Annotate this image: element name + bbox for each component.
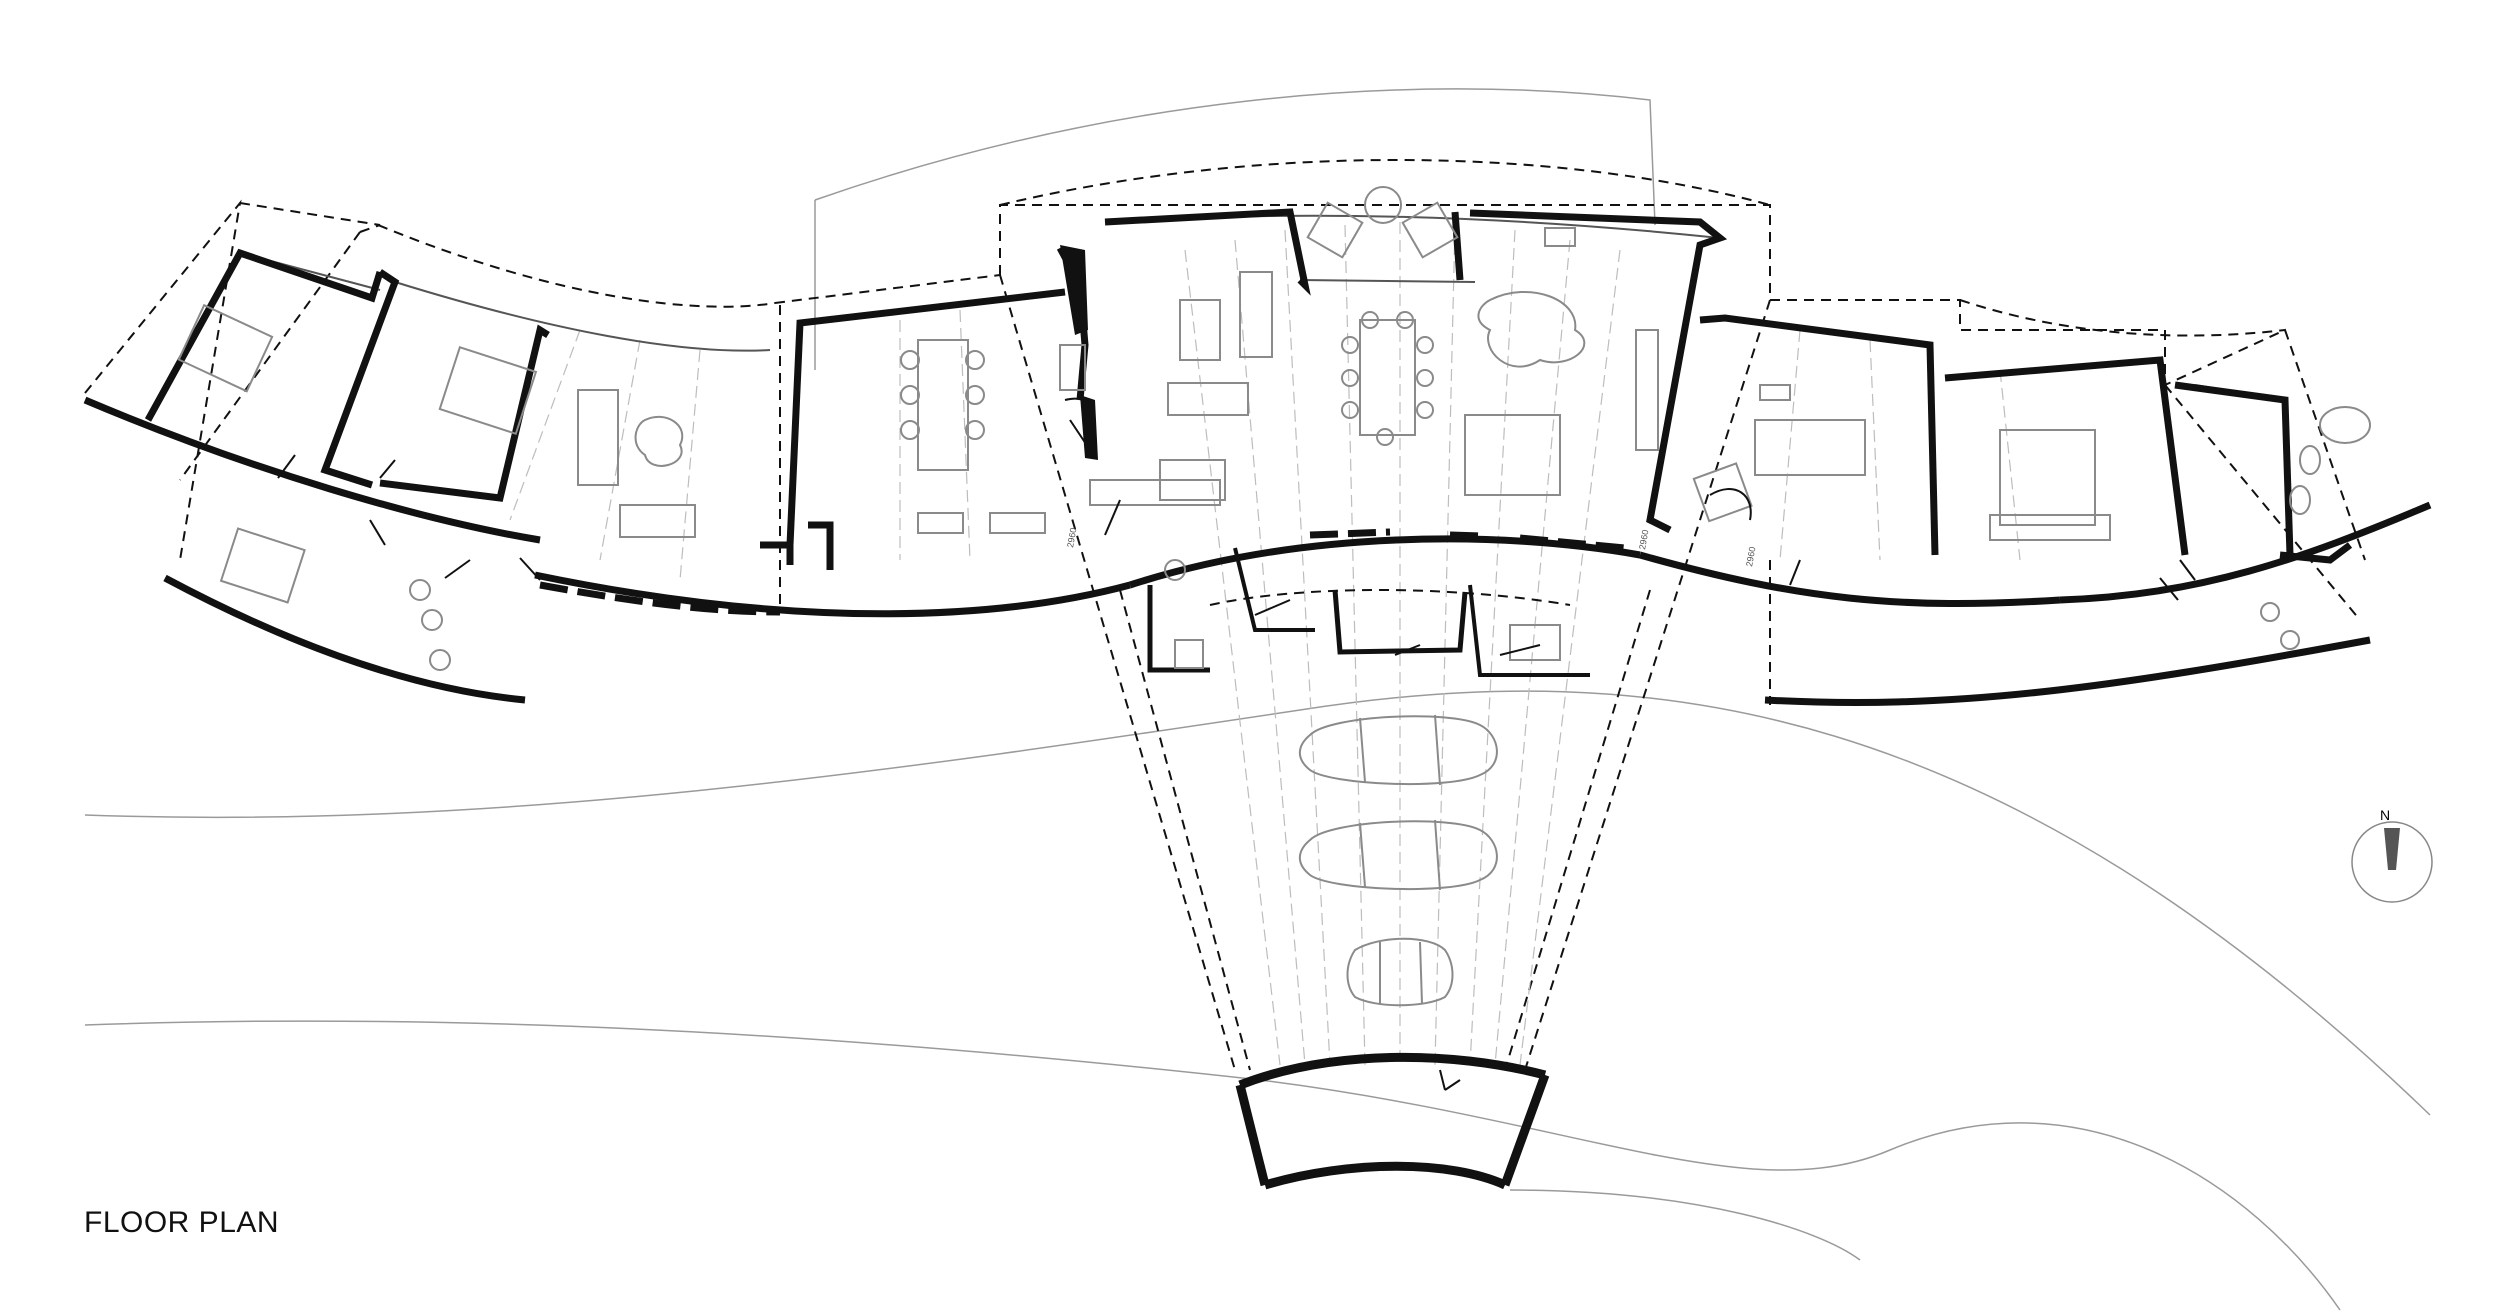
site-contours <box>84 88 2431 1311</box>
bed-3 <box>1999 429 2096 526</box>
bed-1 <box>177 303 274 393</box>
dimension-mark: 2960 <box>1065 527 1078 548</box>
cars <box>1298 714 1498 1007</box>
exterior-walls <box>83 208 2432 706</box>
furniture <box>177 186 2371 671</box>
car-3 <box>1346 937 1454 1007</box>
grid-lines <box>509 222 2021 1066</box>
bed-2 <box>438 345 538 436</box>
car-2 <box>1298 820 1498 891</box>
fireplace <box>1060 245 1098 460</box>
car-1 <box>1298 715 1498 786</box>
drawing-title: FLOOR PLAN <box>84 1206 280 1239</box>
garage <box>1147 547 1590 1190</box>
dimension-mark: 2960 <box>1744 546 1757 567</box>
doors <box>277 397 2196 1091</box>
north-arrow: N <box>2351 807 2433 903</box>
facade-glazing <box>539 528 1626 616</box>
roof-outline <box>84 159 2366 1071</box>
north-letter: N <box>2380 807 2390 823</box>
dimension-mark: 2960 <box>1637 529 1650 550</box>
dimension-marks: 2960 2960 2960 <box>1065 527 1757 567</box>
